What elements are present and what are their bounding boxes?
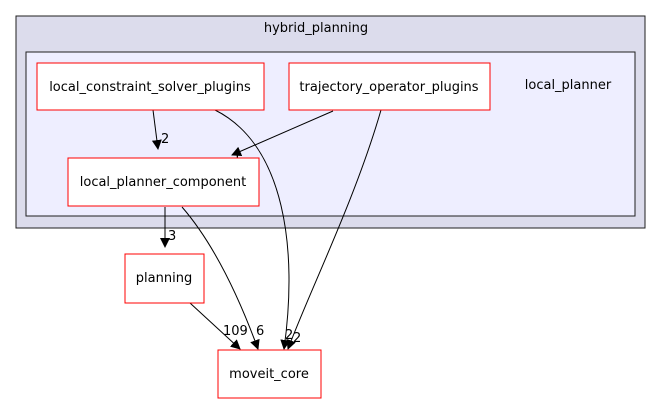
edge-lcsp-to-moveit[interactable] xyxy=(214,109,291,350)
node-box xyxy=(288,62,491,111)
edge-label-lcsp-moveit: 2 xyxy=(285,328,293,343)
edge-lpc-to-moveit[interactable] xyxy=(181,206,260,350)
edge-label-top-moveit: 2 xyxy=(293,331,301,346)
edge-top-to-lpc[interactable] xyxy=(231,110,334,156)
cluster-hybrid-planning-label: hybrid_planning xyxy=(264,21,368,36)
node-box xyxy=(36,62,265,111)
node-label: local_constraint_solver_plugins xyxy=(49,80,251,95)
node-local-planner-component[interactable]: local_planner_component xyxy=(67,157,260,207)
node-label: trajectory_operator_plugins xyxy=(299,80,478,95)
node-moveit-core[interactable]: moveit_core xyxy=(217,349,322,399)
cluster-local-planner-label: local_planner xyxy=(525,78,612,93)
node-label: local_planner_component xyxy=(80,175,247,190)
node-label: planning xyxy=(136,271,192,286)
node-box xyxy=(217,349,322,399)
node-box xyxy=(124,253,205,304)
node-label: moveit_core xyxy=(229,367,309,382)
edge-label-lpc-planning: 3 xyxy=(168,229,176,244)
edge-lcsp-to-lpc[interactable] xyxy=(151,109,162,150)
node-local-constraint-solver-plugins[interactable]: local_constraint_solver_plugins xyxy=(36,62,265,111)
node-planning[interactable]: planning xyxy=(124,253,205,304)
edge-label-planning-moveit: 109 xyxy=(223,324,248,339)
edge-planning-to-moveit[interactable] xyxy=(189,302,241,350)
edge-label-lpc-moveit: 6 xyxy=(256,324,264,339)
edges: 2 1 3 109 6 2 2 xyxy=(151,109,382,350)
node-box xyxy=(67,157,260,207)
edge-top-to-moveit[interactable] xyxy=(286,109,382,350)
edge-label-lcsp-lpc: 2 xyxy=(161,132,169,147)
node-trajectory-operator-plugins[interactable]: trajectory_operator_plugins xyxy=(288,62,491,111)
